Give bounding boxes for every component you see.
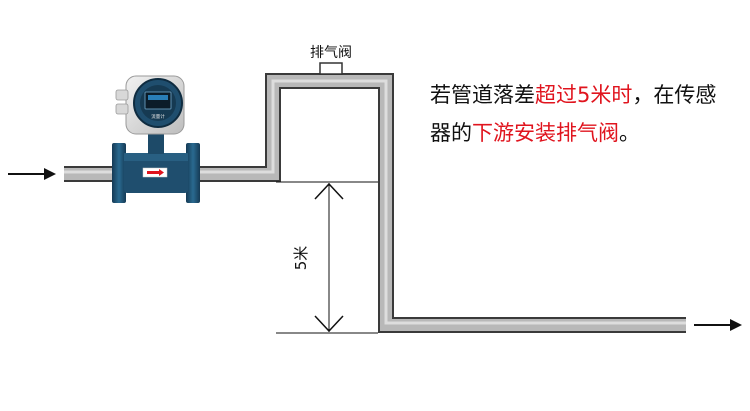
note-part-1: 若管道落差	[430, 83, 535, 107]
height-dimension	[276, 181, 378, 334]
vent-valve	[319, 62, 343, 75]
installation-note: 若管道落差超过5米时，在传感器的下游安装排气阀。	[430, 76, 730, 152]
note-part-3: ，在传感器的	[430, 83, 717, 145]
meter-brand-label: 流量计	[151, 113, 165, 120]
vent-valve-label: 排气阀	[310, 45, 352, 61]
note-part-5: 。	[619, 121, 640, 145]
flowmeter	[112, 75, 200, 203]
note-highlight-1: 超过5米时	[535, 83, 633, 107]
flow-arrow-in-icon	[8, 168, 56, 180]
flow-arrow-out-icon	[694, 319, 742, 331]
note-highlight-2: 下游安装排气阀	[472, 121, 619, 145]
dimension-arrow-icon	[314, 315, 344, 333]
height-label: 5米	[292, 246, 310, 271]
pipe	[64, 73, 686, 333]
dimension-arrow-icon	[314, 182, 344, 200]
